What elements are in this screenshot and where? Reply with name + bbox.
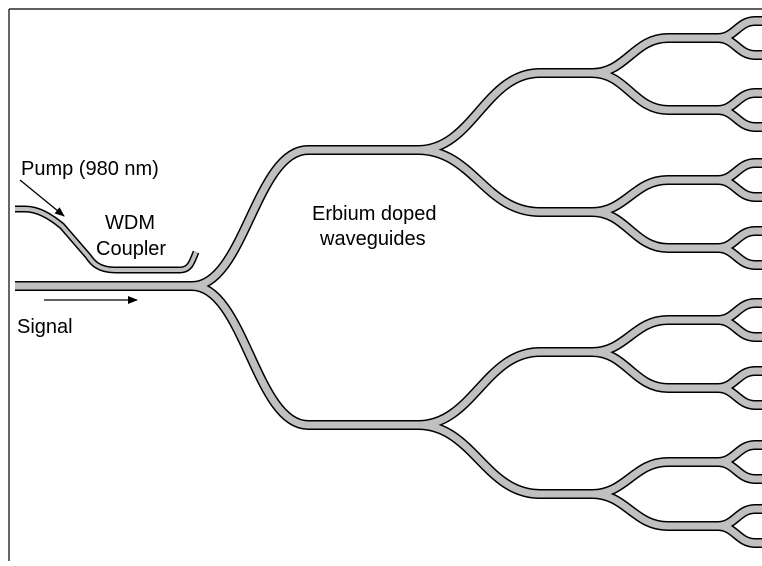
- output-waveguide: [717, 316, 762, 341]
- splitter-arm-level3: [591, 34, 718, 77]
- output-waveguide: [717, 34, 762, 59]
- splitter-arm-level3: [591, 490, 718, 530]
- splitter-arm-level3: [591, 208, 718, 252]
- arrow-down-right-icon: [19, 179, 65, 217]
- waveguide-tree: [15, 16, 762, 548]
- pump-waveguide: [15, 205, 200, 274]
- signal-label: Signal: [17, 316, 73, 338]
- coupler-label-line1: WDM: [105, 212, 155, 234]
- splitter-arm-level1: [191, 282, 418, 429]
- pump-label: Pump (980 nm): [21, 158, 159, 180]
- waveguide-label-line1: Erbium doped: [312, 203, 437, 225]
- splitter-arm-level3: [591, 348, 718, 392]
- waveguide-label-line2: waveguides: [319, 228, 426, 250]
- splitter-arm-level2: [417, 69, 592, 154]
- splitter-arm-level2: [417, 348, 592, 429]
- splitter-arm-level1: [191, 146, 418, 290]
- output-waveguide: [717, 384, 762, 409]
- output-waveguide: [717, 176, 762, 201]
- output-waveguide: [717, 106, 762, 131]
- splitter-arm-level3: [591, 69, 718, 114]
- coupler-label-line2: Coupler: [96, 238, 166, 260]
- splitter-arm-level2: [417, 421, 592, 498]
- output-waveguide: [717, 458, 762, 483]
- splitter-arm-level2: [417, 146, 592, 216]
- output-waveguide: [717, 522, 762, 547]
- output-waveguide: [717, 244, 762, 269]
